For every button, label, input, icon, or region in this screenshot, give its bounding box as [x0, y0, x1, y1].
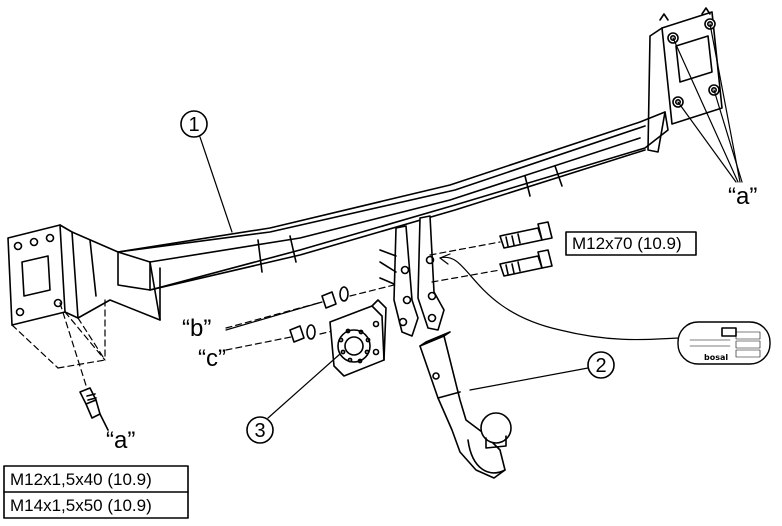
- callout-leaders: [199, 136, 589, 419]
- ball-mount-brackets: [379, 215, 445, 337]
- label-a-bottom: “a”: [106, 427, 135, 454]
- left-bolt: [79, 387, 109, 431]
- callout-3-label: 3: [254, 420, 265, 442]
- m12x70-bolts: [499, 221, 553, 277]
- spec-m12x15x40: M12x1,5x40 (10.9): [10, 470, 152, 489]
- spec-m12x70: M12x70 (10.9): [572, 234, 682, 253]
- spec-box-m12x70: [565, 231, 697, 256]
- callout-circle-3: [246, 416, 274, 444]
- label-b: “b”: [182, 315, 211, 342]
- plate-brand-text: bosal: [704, 353, 728, 362]
- top-a-leaders: [672, 23, 743, 183]
- plate-leader: [439, 256, 683, 341]
- cross-beam: [117, 111, 669, 321]
- callout-circle-2: [587, 351, 615, 379]
- ball-neck: [419, 331, 512, 479]
- nuts-washers: [289, 286, 349, 343]
- label-a-top: “a”: [728, 183, 757, 210]
- callout-2-label: 2: [595, 355, 606, 377]
- callout-circle-1: [180, 110, 208, 138]
- socket-plate: [329, 299, 387, 377]
- label-c: “c”: [198, 345, 226, 372]
- left-projection-lines: [11, 299, 106, 399]
- left-bracket: [7, 224, 161, 326]
- spec-m14x15x50: M14x1,5x50 (10.9): [10, 496, 152, 515]
- type-label-plate: [677, 321, 771, 365]
- callout-1-label: 1: [188, 114, 199, 136]
